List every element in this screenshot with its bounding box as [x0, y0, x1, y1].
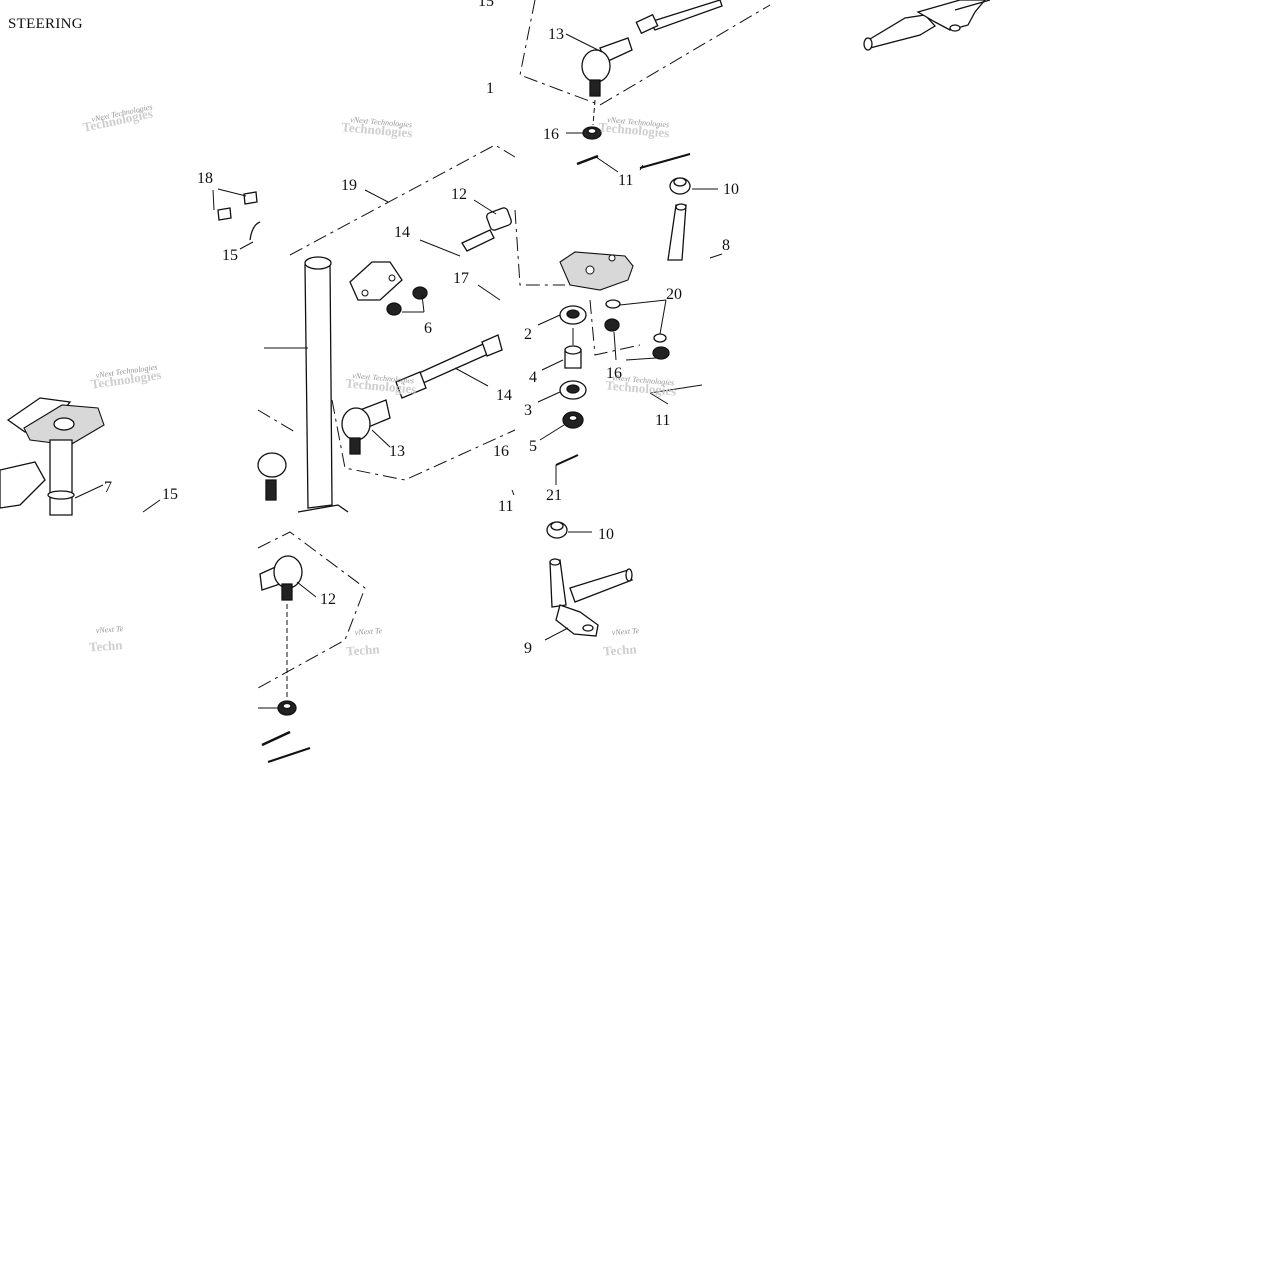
tie-rod-end-mid [341, 399, 391, 455]
assembly-outlines [257, 0, 771, 689]
callout-7: 7 [104, 479, 112, 496]
callout-20: 20 [666, 286, 682, 303]
svg-text:vNext Te: vNext Te [612, 626, 640, 637]
callout-14-top: 14 [394, 224, 410, 241]
tie-rod-upper [461, 207, 512, 252]
callout-3: 3 [524, 402, 532, 419]
bearing-stack [559, 305, 587, 429]
svg-text:Technologies: Technologies [341, 119, 413, 140]
callout-13-mid: 13 [389, 443, 405, 460]
callout-5: 5 [529, 438, 537, 455]
svg-text:vNext Te: vNext Te [96, 624, 124, 635]
watermark-stamps: Technologies vNext Technologies Technolo… [81, 102, 677, 658]
tie-rod-end-left [142, 452, 287, 513]
svg-text:Techn: Techn [603, 641, 638, 658]
clip-15-top [249, 221, 261, 241]
callout-15-low: 15 [162, 486, 178, 503]
tie-rod-end-top [581, 0, 723, 140]
callout-14-mid: 14 [496, 387, 512, 404]
leader-lines [212, 33, 723, 709]
callout-15-edge: 15 [478, 0, 494, 10]
svg-text:Techn: Techn [88, 637, 123, 654]
column-bracket-6 [349, 261, 428, 316]
callout-10-top: 10 [723, 181, 739, 198]
spindle-9 [549, 558, 633, 637]
tie-rod-middle [395, 334, 503, 399]
castle-nut-low [546, 521, 568, 539]
callout-19: 19 [341, 177, 357, 194]
callout-9: 9 [524, 640, 532, 657]
callout-16-low: 16 [493, 443, 509, 460]
svg-text:Technologies: Technologies [345, 375, 417, 396]
spindle-top-right [863, 0, 991, 51]
page-title: STEERING [8, 16, 83, 32]
svg-text:Techn: Techn [346, 641, 381, 658]
callout-10-low: 10 [598, 526, 614, 543]
callout-12-low: 12 [320, 591, 336, 608]
washers-nuts-right [604, 299, 670, 360]
callout-15-top: 15 [222, 247, 238, 264]
svg-text:Technologies: Technologies [598, 119, 670, 140]
callout-17: 17 [453, 270, 469, 287]
cotter-pin-21 [555, 454, 579, 466]
callout-16-top: 16 [543, 126, 559, 143]
callout-labels: 13 1 16 11 10 8 18 19 12 14 15 15 17 6 2… [104, 0, 739, 657]
bushings-18 [217, 191, 258, 221]
svg-text:vNext Te: vNext Te [355, 626, 383, 637]
callout-2: 2 [524, 326, 532, 343]
tie-rod-end-12-low [259, 555, 311, 763]
callout-21: 21 [546, 487, 562, 504]
cotter-pins-top [576, 153, 691, 169]
callout-8: 8 [722, 237, 730, 254]
stud-8 [667, 203, 687, 261]
svg-text:Technologies: Technologies [605, 377, 677, 398]
steering-column [264, 256, 349, 513]
callout-1: 1 [486, 80, 494, 97]
callout-4: 4 [529, 369, 537, 386]
callout-18: 18 [197, 170, 213, 187]
steering-head-7 [0, 397, 105, 516]
callout-16-mid: 16 [606, 365, 622, 382]
callout-11-top: 11 [618, 172, 633, 189]
callout-12-top: 12 [451, 186, 467, 203]
castle-nut-top [669, 177, 691, 195]
callout-11-low: 11 [498, 498, 513, 515]
callout-6: 6 [424, 320, 432, 337]
pitman-arm-plate [559, 251, 634, 291]
callout-13-top: 13 [548, 26, 564, 43]
callout-11-mid: 11 [655, 412, 670, 429]
